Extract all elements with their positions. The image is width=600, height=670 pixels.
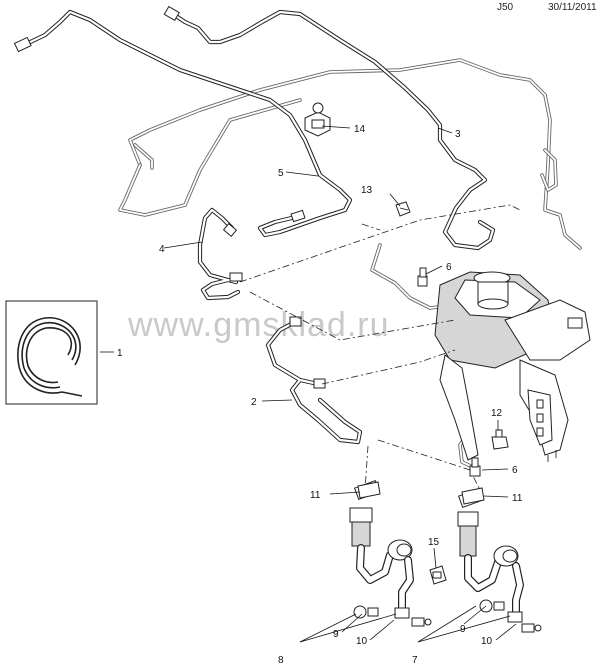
- callout-11-left: 11: [310, 490, 321, 501]
- brake-pipe-4: [197, 207, 243, 301]
- clip-11-left: [357, 481, 381, 499]
- callout-6-upper: 6: [446, 262, 452, 273]
- callout-9-left: 9: [333, 629, 339, 640]
- callout-12: 12: [491, 408, 503, 419]
- callout-4: 4: [159, 244, 165, 255]
- callout-7: 7: [412, 655, 418, 666]
- brake-pipe-coil-1: [5, 300, 98, 405]
- brake-pipe-5: [13, 9, 353, 238]
- callout-labels: 1 2 3 4 5 6 6 7 8 9 9 10 10 11 11 12 13 …: [117, 124, 523, 666]
- callout-2: 2: [251, 397, 257, 408]
- brake-pipe-3: [163, 5, 496, 251]
- flexible-hose-right: [457, 487, 542, 633]
- callout-5: 5: [278, 168, 284, 179]
- callout-10-right: 10: [481, 636, 493, 647]
- callout-11-right: 11: [512, 493, 523, 504]
- diagram-date: 30/11/2011: [548, 2, 597, 13]
- callout-1: 1: [117, 348, 123, 359]
- flexible-hose-left: [349, 479, 432, 627]
- leader-lines: [100, 125, 517, 643]
- clip-15: [429, 565, 447, 585]
- callout-6-lower: 6: [512, 465, 518, 476]
- callout-15: 15: [428, 537, 440, 548]
- clip-14: [304, 102, 331, 137]
- watermark: www.gmsklad.ru: [127, 306, 390, 344]
- abs-hydraulic-unit: [434, 271, 591, 462]
- callout-10-left: 10: [356, 636, 368, 647]
- union-bolt-6-upper: [417, 267, 428, 287]
- rear-pipe-run: [118, 58, 582, 470]
- callout-9-right: 9: [460, 624, 466, 635]
- union-bolt-6-lower: [469, 457, 481, 477]
- callout-14: 14: [354, 124, 366, 135]
- diagram-code: J50: [497, 2, 514, 13]
- callout-3: 3: [455, 129, 461, 140]
- callout-13: 13: [361, 185, 373, 196]
- brake-pipe-2: [265, 316, 363, 445]
- clip-11-right: [461, 487, 485, 505]
- callout-8: 8: [278, 655, 284, 666]
- bracket-12: [491, 429, 509, 450]
